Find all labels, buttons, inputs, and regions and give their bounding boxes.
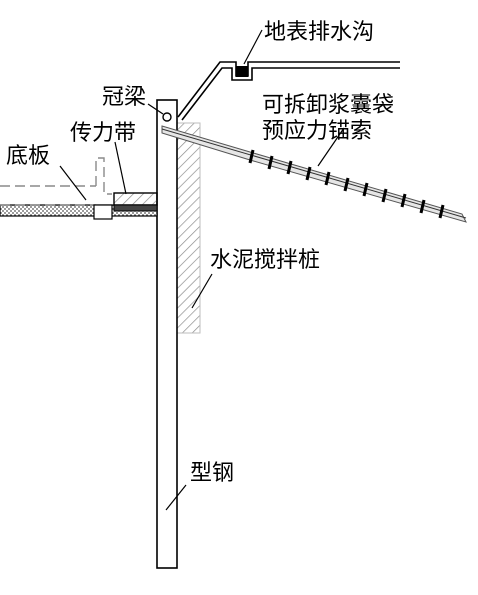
label-steel-section: 型钢 [190, 461, 234, 486]
steel-section [156, 99, 178, 569]
force-transfer-belt [113, 192, 158, 206]
label-anchor-line2: 预应力锚索 [262, 119, 372, 144]
force-transfer-belt-base [113, 204, 158, 212]
crown-beam-head [162, 112, 172, 122]
leader-anchor [317, 127, 345, 167]
leader-crown-beam [147, 103, 164, 115]
leader-force-belt [114, 141, 127, 195]
leader-steel [165, 484, 187, 511]
leader-drainage [243, 29, 263, 65]
cement-mixing-pile [176, 122, 201, 334]
floor-slab [0, 157, 112, 206]
floor-slab-block [93, 204, 113, 220]
label-force-belt: 传力带 [70, 121, 136, 146]
label-anchor-line1: 可拆卸浆囊袋 [262, 93, 394, 118]
leader-floor-slab [59, 165, 87, 201]
label-crown-beam: 冠梁 [102, 85, 146, 110]
leader-mixing-pile [191, 273, 213, 309]
drainage-ditch [236, 66, 248, 77]
prestressed-anchor-cable [161, 125, 467, 223]
label-floor-slab: 底板 [6, 144, 50, 169]
label-mixing-pile: 水泥搅拌桩 [210, 248, 320, 273]
label-drainage-ditch: 地表排水沟 [264, 20, 374, 45]
